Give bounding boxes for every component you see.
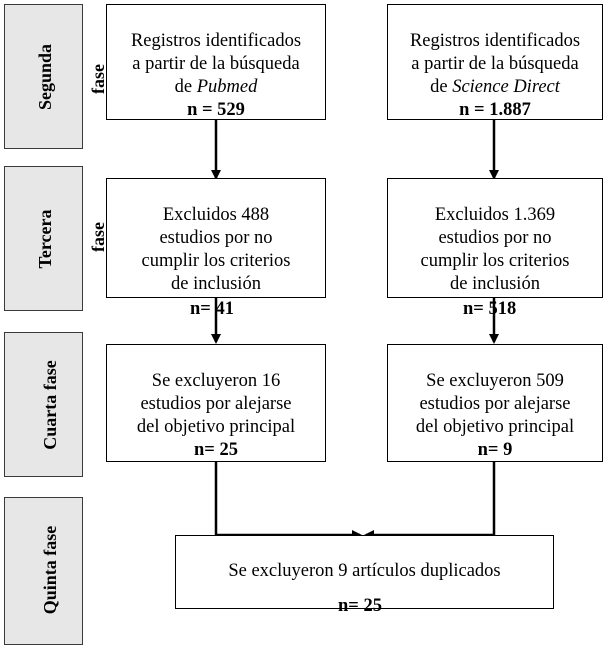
count-label-left-2: n= 41 [190,299,234,319]
box-text: estudios por no [438,228,552,248]
box-text: a partir de la búsqueda [132,54,300,74]
box-text: Excluidos 1.369 [434,205,556,225]
source-name: Pubmed [196,77,258,97]
box-text: de inclusión [450,274,540,294]
count-label-right-2: n= 518 [463,299,517,319]
box-text-prefix: de [174,77,197,97]
count-label: n= 25 [194,440,238,460]
box-sciencedirect-objective: Se excluyeron 509 estudios por alejarse … [387,344,603,462]
box-duplicates: Se excluyeron 9 artículos duplicados [175,535,554,609]
box-pubmed-records: Registros identificados a partir de la b… [106,4,326,120]
box-text: Se excluyeron 509 [426,371,564,391]
box-text: Se excluyeron 16 [151,371,281,391]
box-text: cumplir los criterios [420,251,570,271]
box-sciencedirect-records: Registros identificados a partir de la b… [387,4,603,120]
count-label: n= 9 [477,440,513,460]
count-label-bottom: n= 25 [338,596,382,616]
box-text-prefix: de [430,77,453,97]
source-name: Science Direct [452,77,560,97]
box-pubmed-objective: Se excluyeron 16 estudios por alejarse d… [106,344,326,462]
box-text: de Science Direct [388,76,602,99]
box-pubmed-excluded: Excluidos 488 estudios por no cumplir lo… [106,178,326,298]
phase-panel-quinta: Quinta fase [4,497,83,645]
merge-line-right [364,462,496,540]
count-label: n = 529 [187,100,245,120]
box-text: del objetivo principal [415,417,575,437]
box-text: cumplir los criterios [141,251,291,271]
phase-panel-segunda: Segunda fase [4,4,108,149]
box-text: estudios por alejarse [419,394,571,414]
merge-line-left [214,462,362,540]
box-text: Excluidos 488 [162,205,270,225]
box-text: de Pubmed [107,76,325,99]
box-text: estudios por alejarse [140,394,292,414]
box-text: Registros identificados [409,31,581,51]
phase-panel-cuarta: Cuarta fase [4,332,83,477]
box-text: del objetivo principal [136,417,296,437]
box-text: de inclusión [171,274,261,294]
phase-panel-tercera: Tercera fase [4,166,108,311]
box-text: Se excluyeron 9 artículos duplicados [228,561,501,581]
box-text: estudios por no [159,228,273,248]
count-label: n = 1.887 [459,100,531,120]
box-text: a partir de la búsqueda [411,54,579,74]
box-sciencedirect-excluded: Excluidos 1.369 estudios por no cumplir … [387,178,603,298]
box-text: Registros identificados [130,31,302,51]
